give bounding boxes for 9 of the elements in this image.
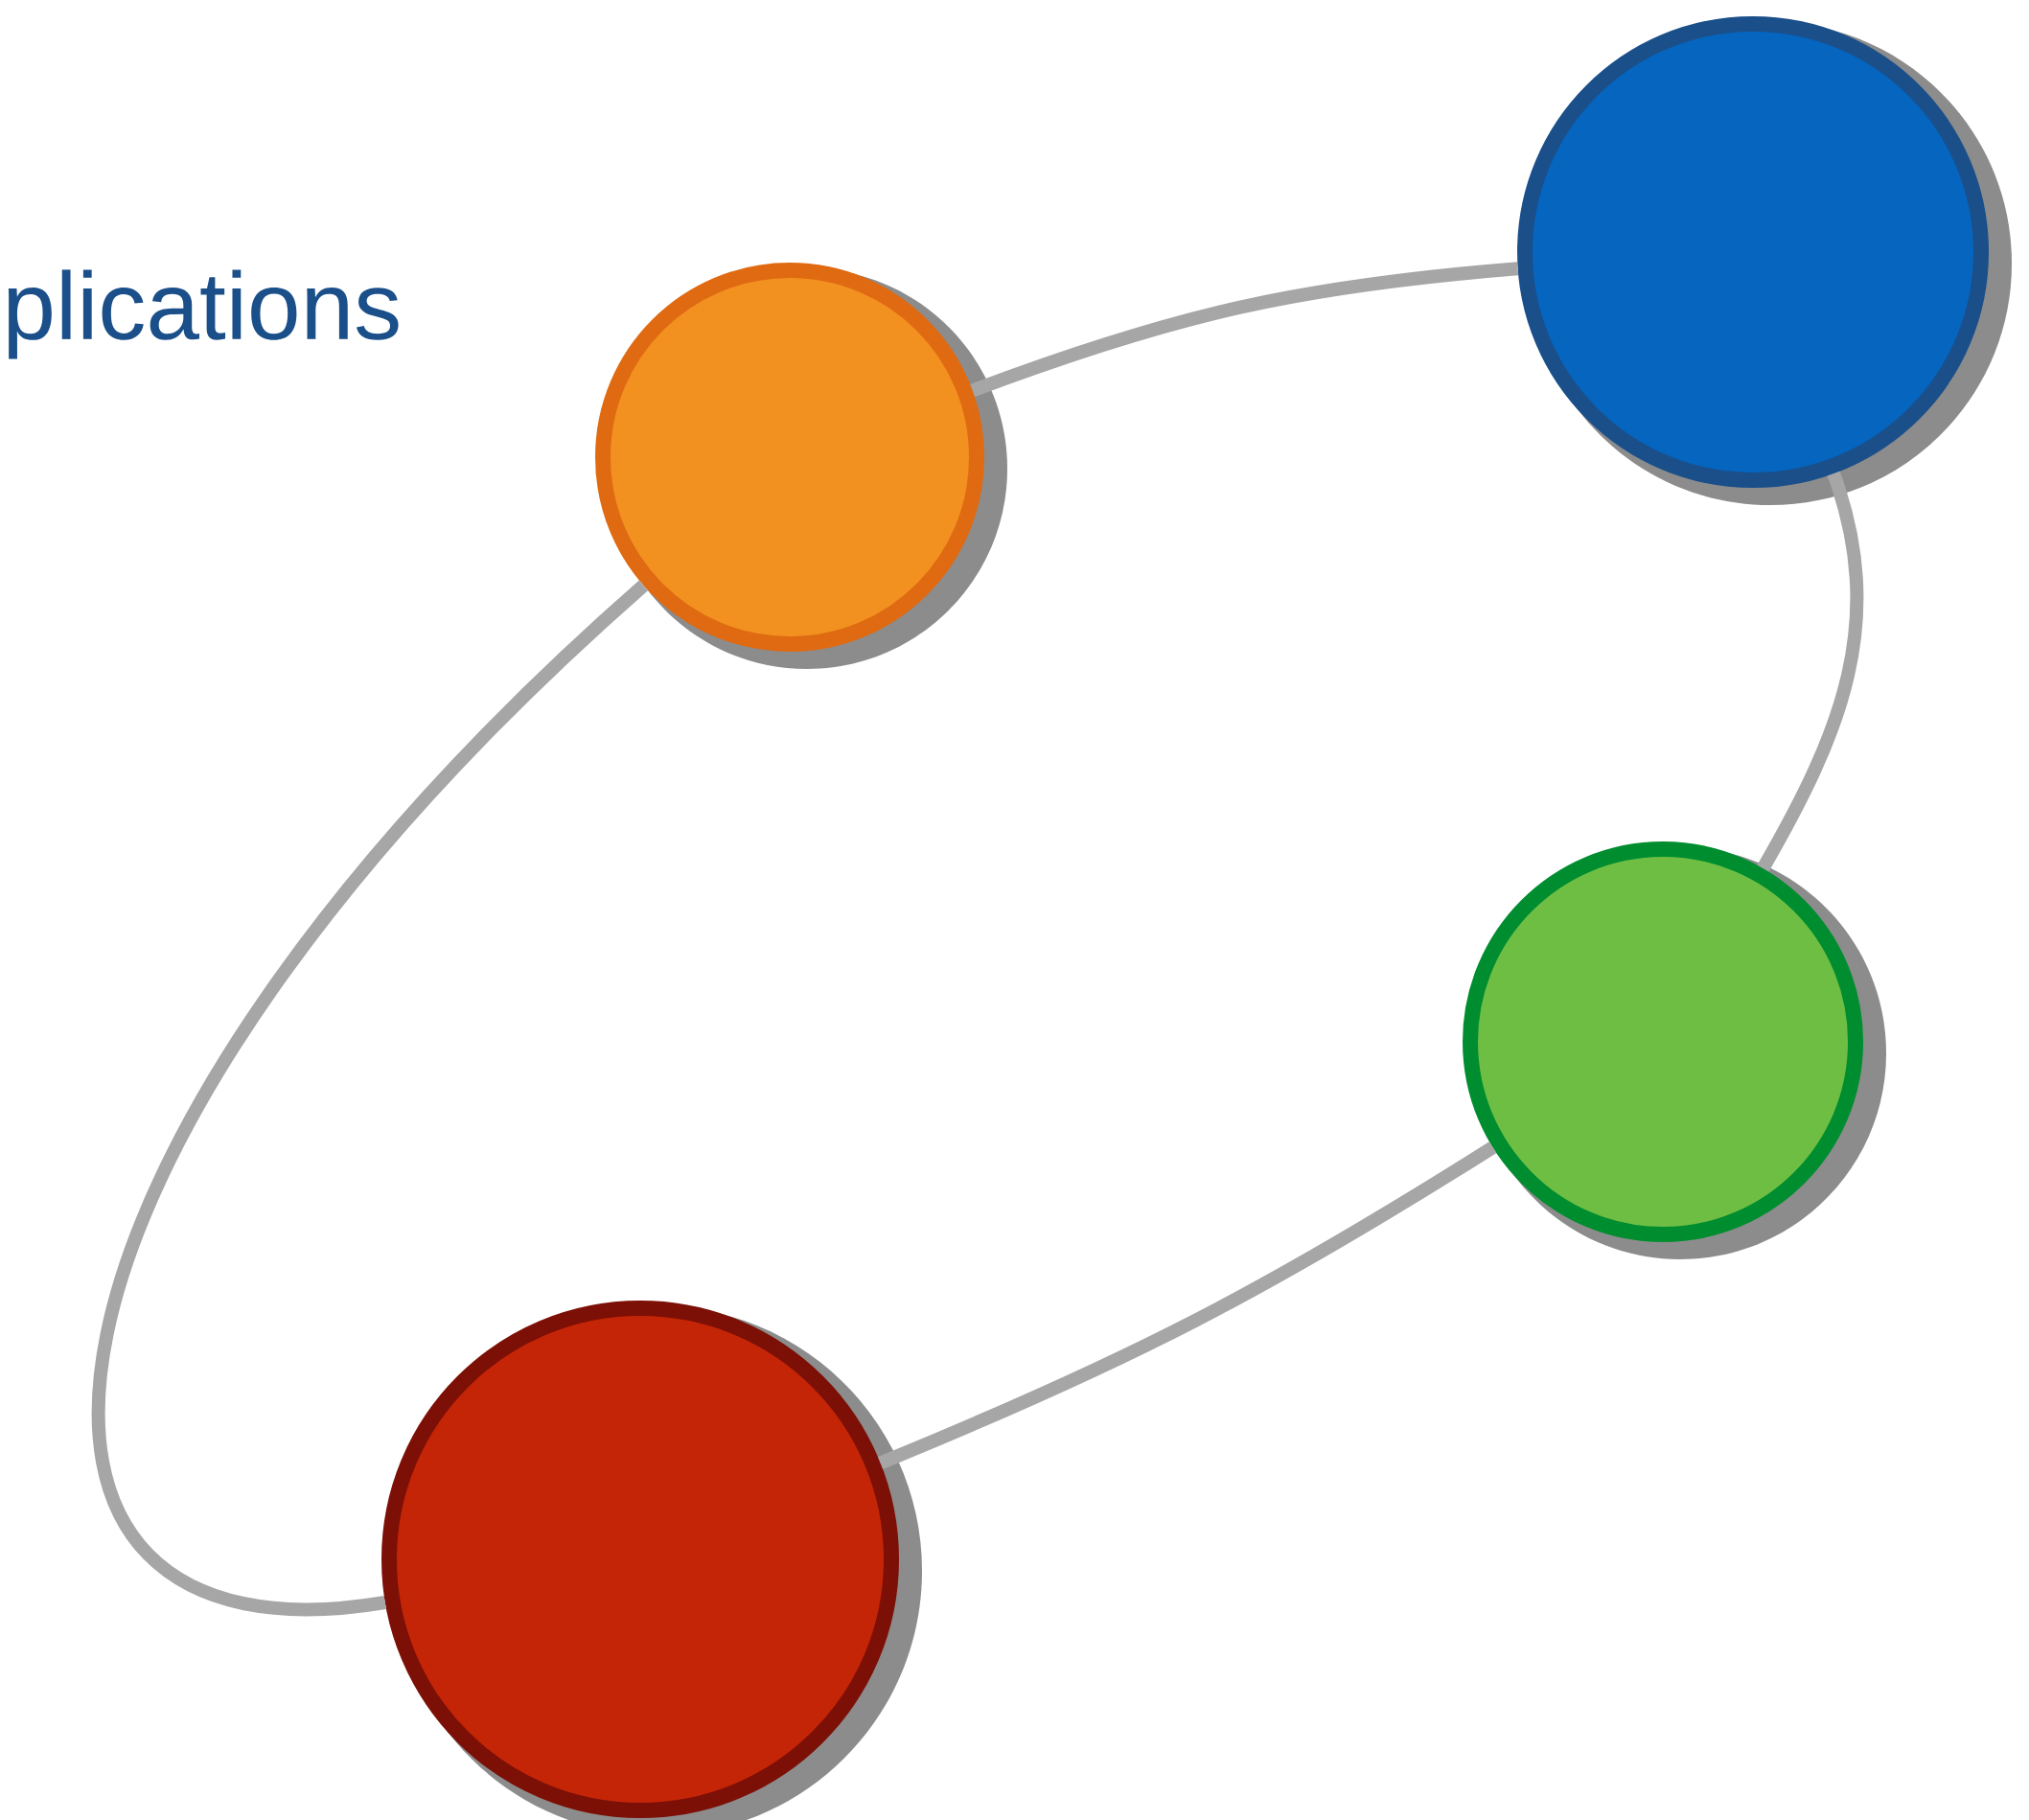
connector-line <box>92 580 649 1615</box>
circle <box>1517 16 2012 505</box>
circle <box>381 1301 922 1820</box>
connector-line <box>970 262 1519 398</box>
circle <box>595 263 1007 669</box>
heading-text: plications <box>8 269 399 359</box>
circle <box>1463 841 1886 1259</box>
connector-line <box>877 1141 1497 1469</box>
connector-line <box>1757 472 1864 872</box>
